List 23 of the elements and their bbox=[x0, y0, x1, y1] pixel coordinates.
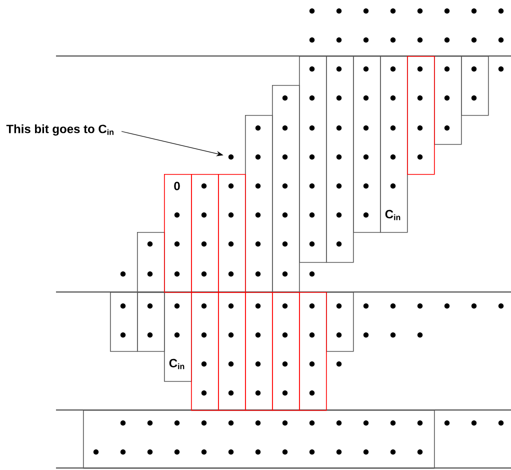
column-box bbox=[272, 85, 300, 293]
column-box: C$_{in}$ bbox=[380, 56, 408, 233]
column-box bbox=[245, 292, 273, 411]
column-box bbox=[218, 174, 246, 293]
column-box: C$_{in}$ bbox=[164, 292, 192, 382]
column-box bbox=[272, 292, 300, 411]
column-box bbox=[434, 56, 462, 145]
column-box: 0 bbox=[164, 174, 192, 293]
column-box bbox=[218, 292, 246, 411]
column-box bbox=[326, 292, 354, 352]
column-box bbox=[461, 56, 489, 116]
column-box bbox=[191, 174, 219, 293]
column-box bbox=[407, 56, 435, 175]
annotation-text: This bit goes to C$_{in}$ bbox=[6, 124, 114, 136]
column-box bbox=[353, 56, 381, 233]
column-box bbox=[191, 292, 219, 411]
column-box bbox=[299, 292, 327, 411]
column-box bbox=[299, 56, 327, 263]
column-box bbox=[137, 292, 165, 352]
column-box bbox=[137, 232, 165, 293]
column-box bbox=[83, 410, 435, 469]
column-box bbox=[110, 292, 138, 352]
column-box bbox=[326, 56, 354, 263]
